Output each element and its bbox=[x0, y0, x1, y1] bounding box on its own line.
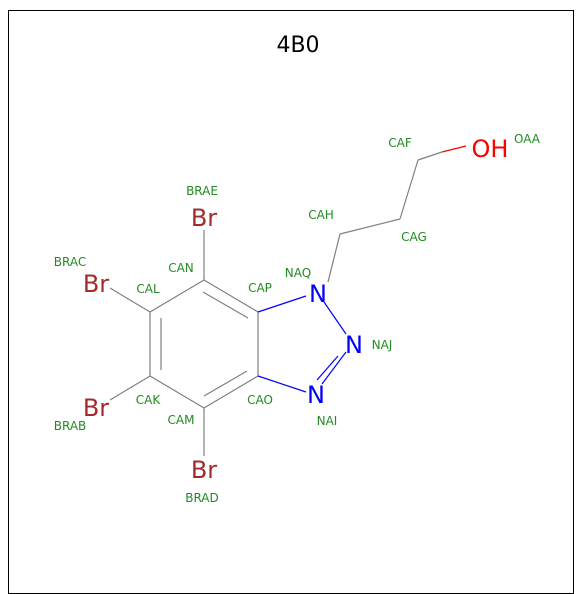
atom-label-brae: BRAE bbox=[186, 184, 218, 198]
bromine-left-lower-symbol: Br bbox=[83, 394, 109, 422]
bond-cao-cam bbox=[203, 375, 259, 409]
bond-cao-nai bbox=[257, 375, 307, 393]
atom-label-brab: BRAB bbox=[54, 419, 87, 433]
diagram-title: 4B0 bbox=[276, 33, 319, 58]
triazole-ring bbox=[257, 295, 347, 393]
bond-cal-can bbox=[149, 279, 205, 313]
nitrogen-nai-symbol: N bbox=[307, 381, 325, 409]
bond-caf-oaa-grey bbox=[417, 151, 443, 161]
bond-naj-nai bbox=[321, 351, 347, 385]
atom-label-cam: CAM bbox=[168, 413, 195, 427]
atom-label-caf: CAF bbox=[388, 136, 412, 150]
atom-label-naq: NAQ bbox=[285, 266, 311, 280]
bond-cah-cag bbox=[339, 218, 401, 235]
bond-inner-cao-cam bbox=[203, 370, 248, 397]
bromine-bottom-symbol: Br bbox=[191, 456, 217, 484]
atom-label-brad: BRAD bbox=[185, 491, 219, 505]
atom-label-brac: BRAC bbox=[54, 255, 86, 269]
bond-naq-cah bbox=[327, 233, 341, 283]
atom-label-cal: CAL bbox=[136, 282, 160, 296]
atom-label-cak: CAK bbox=[136, 393, 162, 407]
bond-caf-oaa-red bbox=[441, 145, 467, 153]
bond-can-cap bbox=[203, 279, 259, 313]
atom-label-cao: CAO bbox=[247, 393, 273, 407]
bond-cak-brab bbox=[109, 375, 151, 401]
bond-inner-can-cap bbox=[202, 291, 249, 319]
diagram-frame bbox=[8, 10, 574, 594]
benzene-ring bbox=[109, 151, 443, 456]
bond-cal-brac bbox=[109, 287, 151, 313]
bond-naj-nai-double bbox=[316, 355, 339, 381]
atom-label-cap: CAP bbox=[248, 281, 272, 295]
atom-label-oaa: OAA bbox=[514, 132, 541, 146]
atom-label-cah: CAH bbox=[308, 208, 334, 222]
atom-label-nai: NAI bbox=[317, 414, 338, 428]
atom-label-can: CAN bbox=[168, 261, 194, 275]
bromine-left-upper-symbol: Br bbox=[83, 270, 109, 298]
bromine-top-symbol: Br bbox=[191, 204, 217, 232]
hydroxyl-symbol: OH bbox=[472, 135, 509, 163]
bond-naq-naj bbox=[323, 301, 347, 335]
atom-label-cag: CAG bbox=[401, 230, 427, 244]
atom-label-naj: NAJ bbox=[372, 338, 393, 352]
nitrogen-naj-symbol: N bbox=[345, 331, 363, 359]
nitrogen-naq-symbol: N bbox=[309, 280, 327, 308]
bond-cam-cak bbox=[149, 375, 205, 409]
bond-cag-caf bbox=[399, 159, 419, 220]
bond-cap-naq bbox=[257, 295, 307, 313]
